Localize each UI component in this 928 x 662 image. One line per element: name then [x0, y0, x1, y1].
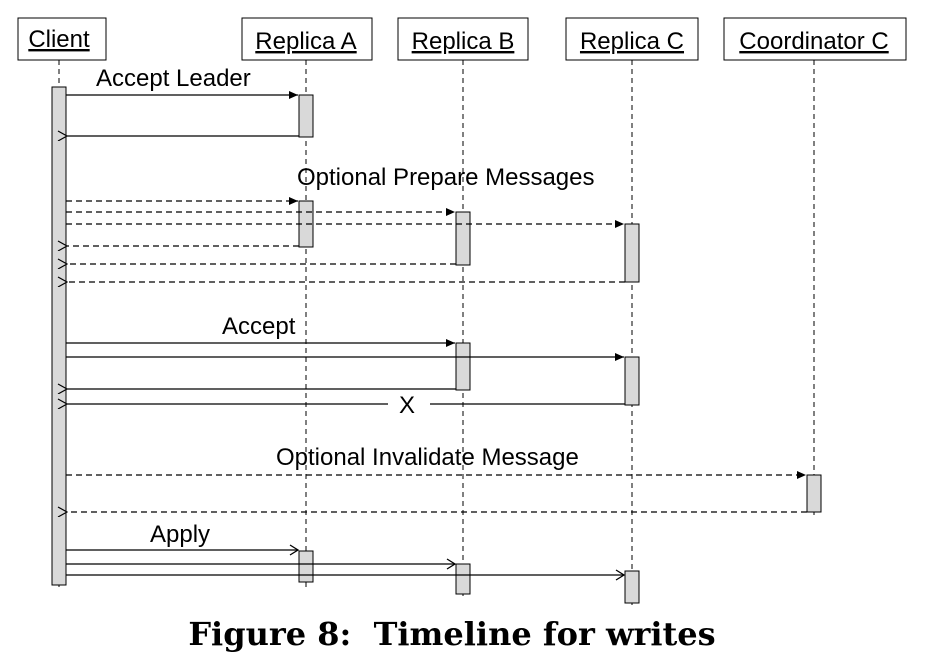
- arrow-apply-to-c-head: [615, 569, 626, 581]
- lost-message-marker: X: [399, 392, 415, 419]
- activation-bars: [51, 86, 822, 604]
- label-optional-prepare: Optional Prepare Messages: [297, 164, 595, 191]
- arrow-apply-to-b-head: [446, 558, 457, 570]
- activation-client: [51, 86, 67, 586]
- invalidate-messages: [66, 471, 807, 512]
- label-apply: Apply: [150, 521, 210, 548]
- activation-coordinator-c: [806, 474, 822, 513]
- accept-leader-messages: [66, 91, 299, 136]
- activation-replica-c-1: [624, 223, 640, 283]
- apply-messages: [66, 544, 626, 581]
- activation-replica-b-1: [455, 211, 471, 266]
- activation-replica-b-2: [455, 342, 471, 391]
- actor-client: Client: [17, 17, 107, 61]
- label-accept: Accept: [222, 313, 296, 340]
- activation-replica-c-2: [624, 356, 640, 406]
- actor-replica-a-label: Replica A: [255, 28, 356, 55]
- actor-replica-c: Replica C: [565, 17, 699, 61]
- label-optional-invalidate: Optional Invalidate Message: [276, 444, 579, 471]
- actor-replica-b-label: Replica B: [412, 28, 515, 55]
- accept-messages: [66, 339, 625, 404]
- prepare-messages: [66, 197, 625, 282]
- actor-coordinator-c: Coordinator C: [723, 17, 907, 61]
- actor-coordinator-c-label: Coordinator C: [739, 28, 888, 55]
- label-accept-leader: Accept Leader: [96, 65, 251, 92]
- actor-replica-c-label: Replica C: [580, 28, 684, 55]
- arrow-apply-to-a-head: [289, 544, 300, 556]
- actor-replica-b: Replica B: [397, 17, 529, 61]
- activation-replica-a-1: [298, 94, 314, 138]
- activation-replica-a-3: [298, 550, 314, 583]
- activation-replica-b-3: [455, 563, 471, 595]
- actor-replica-a: Replica A: [241, 17, 373, 61]
- figure-caption: Figure 8: Timeline for writes: [188, 615, 715, 653]
- actor-client-label: Client: [28, 26, 90, 53]
- activation-replica-c-3: [624, 570, 640, 604]
